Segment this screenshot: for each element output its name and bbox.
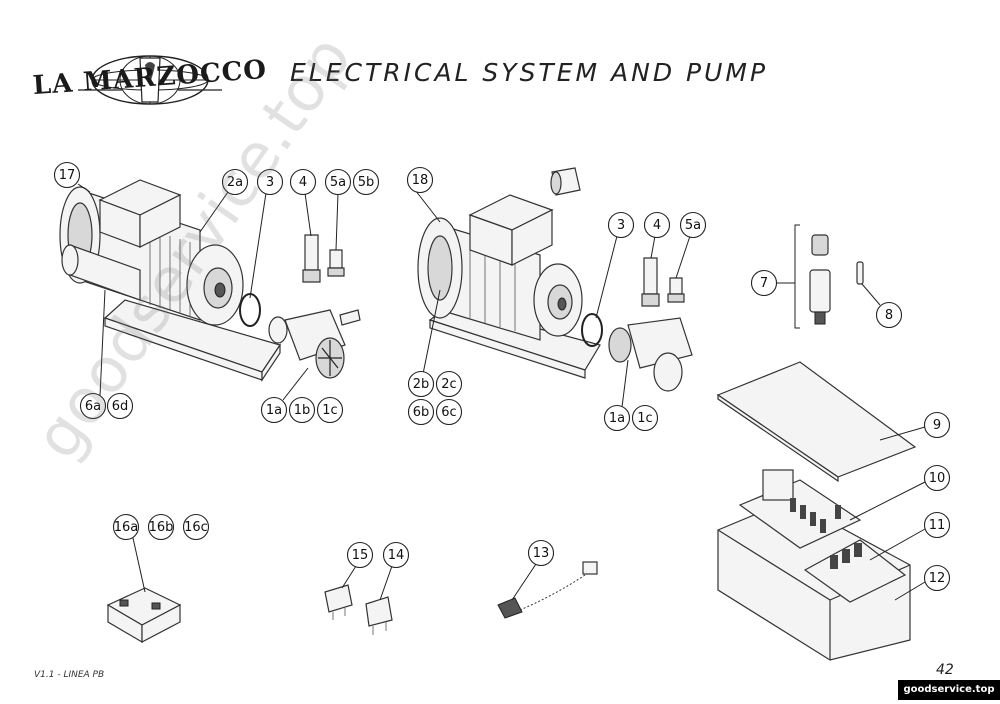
callout-label: 16b (149, 520, 174, 535)
callout-label: 1a (266, 403, 282, 418)
page-number: 42 (936, 662, 954, 678)
callout-11: 11 (923, 511, 951, 539)
callout-1c: 1c (631, 404, 659, 432)
callout-17: 17 (53, 161, 81, 189)
callout-label: 1a (609, 411, 625, 426)
footer-version: V1.1 - LINEA PB (34, 670, 105, 680)
callout-label: 18 (412, 173, 429, 188)
callout-1a: 1a (603, 404, 631, 432)
callout-label: 1c (322, 403, 337, 418)
callout-label: 11 (929, 518, 946, 533)
callout-15: 15 (346, 541, 374, 569)
callout-label: 6c (441, 405, 456, 420)
callout-label: 6d (112, 399, 129, 414)
callout-label: 12 (929, 571, 946, 586)
callout-label: 5b (358, 175, 375, 190)
callout-label: 2c (441, 377, 456, 392)
callout-16c: 16c (182, 513, 210, 541)
callout-label: 5a (685, 218, 701, 233)
callout-5a: 5a (324, 168, 352, 196)
callout-2c: 2c (435, 370, 463, 398)
callout-label: 10 (929, 471, 946, 486)
callout-label: 2a (227, 175, 243, 190)
callout-label: 17 (59, 168, 76, 183)
callout-4: 4 (643, 211, 671, 239)
callout-5b: 5b (352, 168, 380, 196)
callout-label: 6a (85, 399, 101, 414)
page-title: ELECTRICAL SYSTEM AND PUMP (290, 58, 769, 87)
callout-label: 5a (330, 175, 346, 190)
callout-2a: 2a (221, 168, 249, 196)
callout-5a: 5a (679, 211, 707, 239)
callout-16a: 16a (112, 513, 140, 541)
callout-label: 4 (653, 218, 661, 233)
callout-label: 16c (184, 520, 208, 535)
solid-state-relay (106, 587, 182, 644)
control-box-assembly (717, 469, 911, 661)
fuse-holder-assembly (794, 224, 864, 329)
callout-label: 4 (299, 175, 307, 190)
callout-4: 4 (289, 168, 317, 196)
callout-1b: 1b (288, 396, 316, 424)
callout-label: 3 (266, 175, 274, 190)
callout-18: 18 (406, 166, 434, 194)
callout-13: 13 (527, 539, 555, 567)
la-marzocco-logo: LA MARZOCCO (32, 55, 268, 105)
callout-label: 8 (885, 308, 893, 323)
callout-3: 3 (607, 211, 635, 239)
callout-label: 3 (617, 218, 625, 233)
leader-lines (77, 183, 926, 601)
callout-14: 14 (382, 541, 410, 569)
callout-layer: 17 2a 3 4 5a 5b 6a 6d 1a 1b 1c 18 2b 2c 6b 6c 3 4 5a 1a 1c 7 8… (53, 161, 951, 592)
callout-3: 3 (256, 168, 284, 196)
callout-10: 10 (923, 464, 951, 492)
site-tag: goodservice.top (898, 680, 1000, 700)
callout-6a: 6a (79, 392, 107, 420)
small-relays (324, 584, 393, 635)
electronics-cover-plate (716, 361, 917, 483)
callout-label: 13 (533, 546, 550, 561)
callout-label: 7 (760, 276, 768, 291)
callout-label: 14 (388, 548, 405, 563)
callout-7: 7 (750, 269, 778, 297)
pump-motor-assembly-right (417, 167, 693, 392)
callout-8: 8 (875, 301, 903, 329)
callout-9: 9 (923, 411, 951, 439)
callout-16b: 16b (147, 513, 175, 541)
callout-label: 1b (294, 403, 311, 418)
callout-label: 15 (352, 548, 369, 563)
callout-1a: 1a (260, 396, 288, 424)
callout-label: 16a (114, 520, 139, 535)
probe-cable (497, 561, 598, 619)
callout-label: 1c (637, 411, 652, 426)
callout-2b: 2b (407, 370, 435, 398)
callout-label: 2b (413, 377, 430, 392)
callout-12: 12 (923, 564, 951, 592)
pump-motor-assembly-left (59, 179, 361, 382)
callout-6d: 6d (106, 392, 134, 420)
callout-1c: 1c (316, 396, 344, 424)
callout-label: 9 (933, 418, 941, 433)
callout-6b: 6b (407, 398, 435, 426)
callout-label: 6b (413, 405, 430, 420)
callout-6c: 6c (435, 398, 463, 426)
